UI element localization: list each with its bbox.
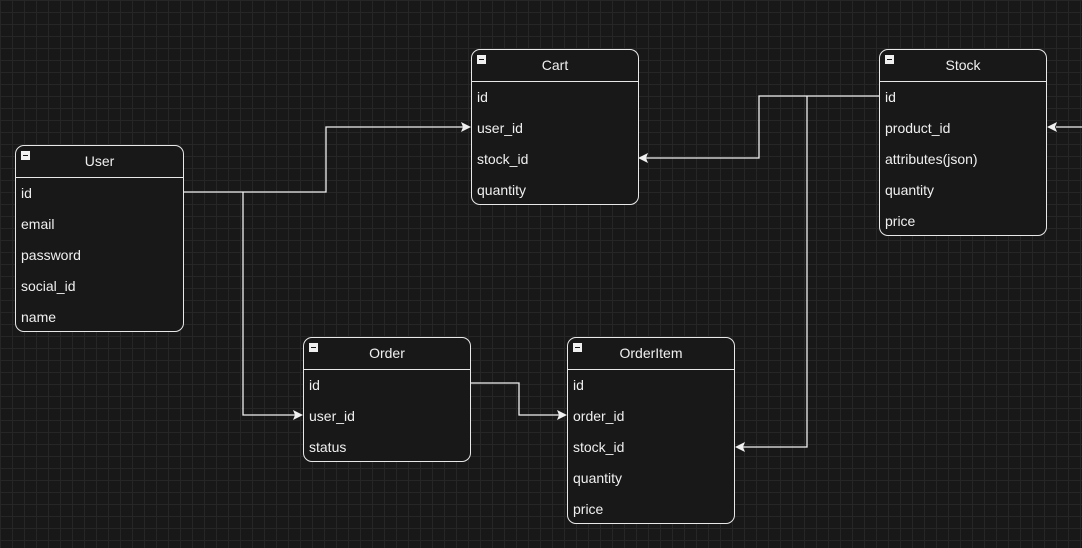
collapse-icon[interactable] [21, 151, 30, 160]
entity-title: Order [369, 345, 405, 361]
entity-title: OrderItem [619, 345, 683, 361]
collapse-icon[interactable] [573, 343, 582, 352]
field-stock-id[interactable]: stock_id [573, 439, 625, 455]
field-id[interactable]: id [477, 89, 488, 105]
entity-header[interactable]: Stock [880, 50, 1046, 82]
entity-title: Stock [945, 57, 981, 73]
field-stock-id[interactable]: stock_id [477, 151, 529, 167]
field-price[interactable]: price [573, 501, 604, 517]
edge-user-order[interactable] [242, 192, 295, 416]
entity-order[interactable]: Order id user_id status [303, 337, 471, 462]
arrowhead-cart-user-id [461, 122, 471, 132]
entity-header[interactable]: Order [304, 338, 470, 370]
field-status[interactable]: status [309, 439, 347, 455]
arrowhead-cart-stock-id [638, 153, 648, 163]
entity-orderitem[interactable]: OrderItem id order_id stock_id quantity … [567, 337, 735, 524]
field-id[interactable]: id [885, 89, 896, 105]
entity-header[interactable]: OrderItem [568, 338, 734, 370]
field-id[interactable]: id [21, 185, 32, 201]
field-price[interactable]: price [885, 213, 916, 229]
field-email[interactable]: email [21, 216, 55, 232]
field-quantity[interactable]: quantity [477, 182, 527, 198]
arrowhead-stock-product-id [1047, 122, 1057, 132]
field-social-id[interactable]: social_id [21, 278, 76, 294]
entity-stock[interactable]: Stock id product_id attributes(json) qua… [879, 49, 1047, 236]
edge-stock-orderitem[interactable] [743, 96, 808, 448]
field-order-id[interactable]: order_id [573, 408, 625, 424]
field-quantity[interactable]: quantity [573, 470, 623, 486]
field-attributes-json[interactable]: attributes(json) [885, 151, 978, 167]
entity-user[interactable]: User id email password social_id name [15, 145, 184, 332]
entity-cart[interactable]: Cart id user_id stock_id quantity [471, 49, 639, 205]
field-user-id[interactable]: user_id [477, 120, 523, 136]
field-password[interactable]: password [21, 247, 81, 263]
field-id[interactable]: id [573, 377, 584, 393]
arrowhead-orderitem-stock-id [735, 442, 745, 452]
arrowhead-orderitem-order-id [557, 410, 567, 420]
collapse-icon[interactable] [477, 55, 486, 64]
entity-title: Cart [541, 57, 569, 73]
edge-user-cart[interactable] [183, 126, 463, 193]
collapse-icon[interactable] [885, 55, 894, 64]
arrowhead-order-user-id [293, 410, 303, 420]
field-name[interactable]: name [21, 309, 57, 325]
edge-order-orderitem[interactable] [470, 382, 559, 416]
entity-header[interactable]: Cart [472, 50, 638, 82]
field-quantity[interactable]: quantity [885, 182, 935, 198]
entity-header[interactable]: User [16, 146, 183, 178]
field-product-id[interactable]: product_id [885, 120, 951, 136]
entity-title: User [84, 153, 115, 169]
edge-stock-cart[interactable] [646, 95, 880, 159]
field-user-id[interactable]: user_id [309, 408, 355, 424]
field-id[interactable]: id [309, 377, 320, 393]
collapse-icon[interactable] [309, 343, 318, 352]
